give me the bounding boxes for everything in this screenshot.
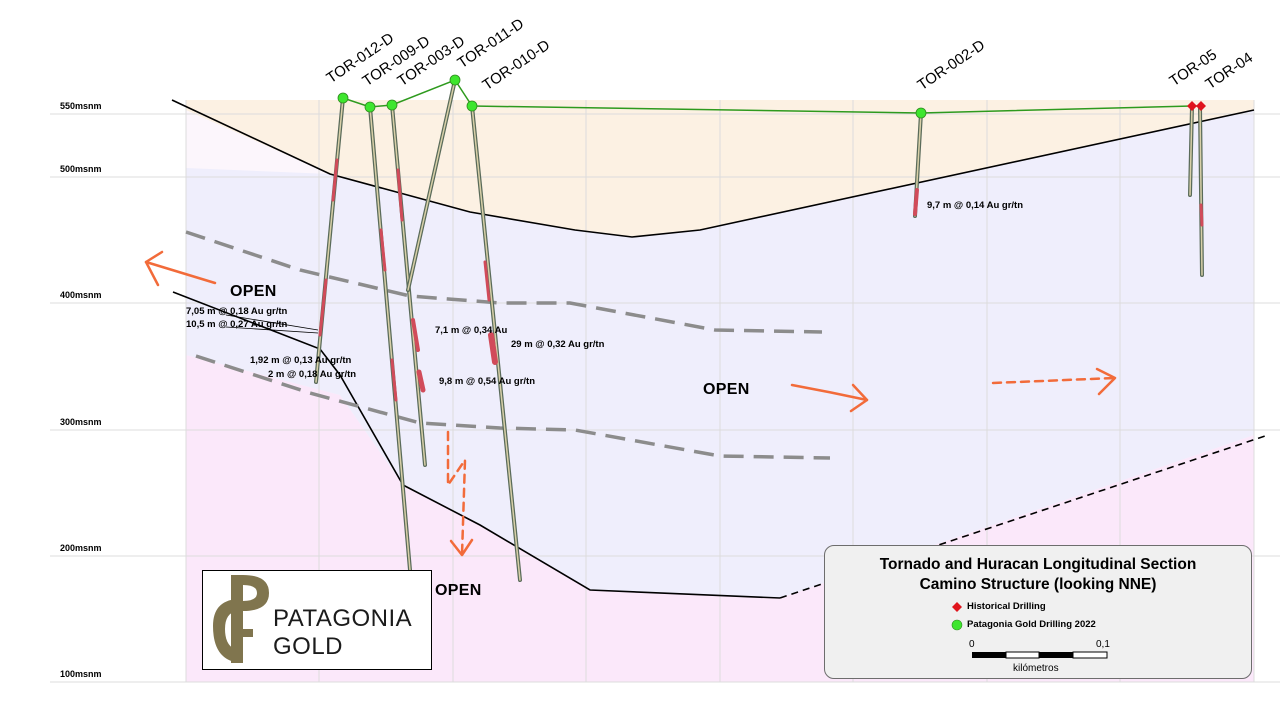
arrow-open-right-dashed [991, 367, 1117, 396]
grid [50, 100, 1280, 683]
legend-title-line2: Camino Structure (looking NNE) [919, 576, 1157, 593]
open-label-center: OPEN [703, 381, 750, 398]
collar-tor-003-d [386, 99, 398, 111]
collar-tor-010-d [466, 100, 478, 112]
collar-markers [337, 74, 927, 119]
collar-tor-012-d [337, 92, 349, 104]
intercept-label: 7,1 m @ 0,34 Au [435, 325, 508, 336]
drill-trace-tor-009-d [368, 105, 412, 572]
open-label-bottom: OPEN [435, 582, 482, 599]
intercept-label: 2 m @ 0,18 Au gr/tn [268, 369, 357, 380]
scale-start-label: 0 [969, 639, 975, 650]
elevation-label-300: 300msnm [60, 417, 102, 427]
scale-bar [972, 651, 1108, 659]
patagonia-gold-logo: PATAGONIA GOLD [202, 570, 432, 670]
open-arrows [144, 250, 1117, 557]
legend-historical-label: Historical Drilling [967, 601, 1046, 612]
intercept-label: 9,8 m @ 0,54 Au gr/tn [439, 376, 536, 387]
collar-tor-05 [1187, 101, 1197, 111]
logo-text-line1: PATAGONIA [273, 605, 413, 632]
intercept-label: 1,92 m @ 0,13 Au gr/tn [250, 355, 352, 366]
elevation-label-200: 200msnm [60, 543, 102, 553]
logo-text-line2: GOLD [273, 633, 344, 660]
collar-tor-002-d [915, 107, 927, 119]
intercept-label: 29 m @ 0,32 Au gr/tn [511, 339, 605, 350]
logo-monogram [213, 575, 269, 663]
drill-traces [314, 78, 1204, 582]
collar-tor-009-d [364, 101, 376, 113]
drill-trace-tor-05 [1188, 104, 1194, 197]
arrow-open-down-dashed [446, 430, 474, 557]
drill-trace-tor-011-d [406, 78, 457, 292]
scale-unit-label: kilómetros [1013, 663, 1059, 674]
open-label-left: OPEN [230, 283, 277, 300]
drill-trace-tor-04 [1198, 104, 1204, 277]
collar-tor-04 [1196, 101, 1206, 111]
legend-title-line1: Tornado and Huracan Longitudinal Section [879, 556, 1197, 573]
scale-end-label: 0,1 [1096, 639, 1110, 650]
patagonia-drilling-icon [951, 619, 963, 631]
elevation-label-400: 400msnm [60, 290, 102, 300]
elevation-label-550: 550msnm [60, 101, 102, 111]
historical-drilling-icon [952, 602, 962, 612]
drill-trace-tor-002-d [913, 111, 923, 218]
historical-markers [1187, 101, 1206, 111]
elevation-label-100: 100msnm [60, 669, 102, 679]
intercept-leaders [225, 314, 319, 334]
drill-trace-tor-012-d [314, 96, 345, 384]
intercept-label: 9,7 m @ 0,14 Au gr/tn [927, 200, 1024, 211]
intercept-label: 7,05 m @ 0,18 Au gr/tn [186, 306, 288, 317]
legend-box: Tornado and Huracan Longitudinal Section… [824, 545, 1252, 679]
cover-contact-line [171, 99, 1255, 238]
drill-trace-tor-010-d [470, 104, 522, 582]
elevation-label-500: 500msnm [60, 164, 102, 174]
intercept-label: 10,5 m @ 0,27 Au gr/tn [186, 319, 288, 330]
structure-lower-line [195, 354, 831, 460]
collar-tor-011-d [449, 74, 461, 86]
arrow-open-right [790, 383, 869, 413]
structure-upper-line [185, 230, 823, 334]
legend-patagonia-label: Patagonia Gold Drilling 2022 [967, 619, 1096, 630]
arrow-open-left [144, 250, 217, 287]
